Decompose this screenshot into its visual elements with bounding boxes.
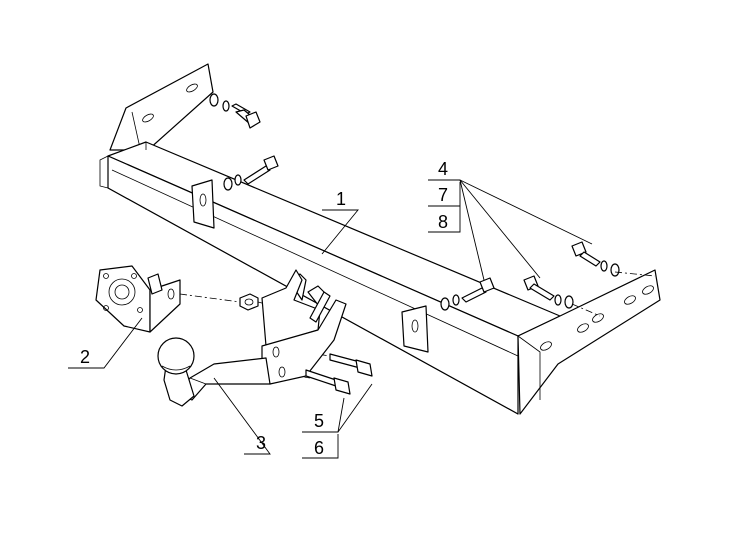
hex-nut: [239, 293, 259, 311]
right-bolt-3: [571, 241, 620, 277]
left-bolt-lower: [223, 155, 279, 191]
callout-8-label: 8: [438, 212, 448, 232]
callout-1-label: 1: [336, 189, 346, 209]
tow-ball-arm: [157, 269, 347, 407]
callout-6-label: 6: [314, 438, 324, 458]
callout-5-label: 5: [314, 411, 324, 431]
arm-bolt-upper: [329, 353, 373, 377]
right-bolt-2: [523, 275, 574, 309]
callout-7-label: 7: [438, 185, 448, 205]
socket-bracket: [95, 265, 181, 333]
right-bolt-1: [440, 277, 495, 311]
callout-3-label: 3: [256, 433, 266, 453]
callout-2-label: 2: [80, 347, 90, 367]
arm-bolt-lower: [305, 369, 351, 395]
callout-4-label: 4: [438, 159, 448, 179]
left-bolt-upper: [209, 93, 261, 129]
